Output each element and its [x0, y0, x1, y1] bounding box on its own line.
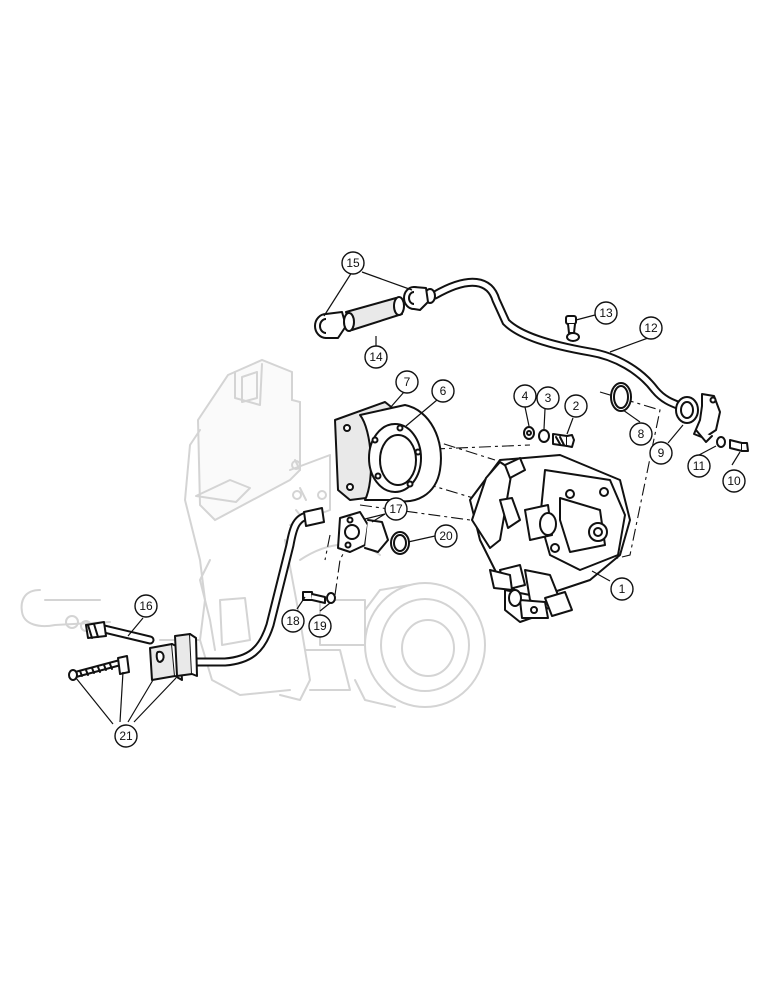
callout-11: 11	[687, 454, 711, 478]
leader-lines	[75, 271, 741, 725]
callout-10: 10	[722, 469, 746, 493]
callout-13: 13	[594, 301, 618, 325]
callout-16: 16	[134, 594, 158, 618]
callout-19: 19	[308, 614, 332, 638]
callout-label: 10	[727, 474, 741, 488]
callout-12: 12	[639, 316, 663, 340]
o-ring-20	[390, 531, 410, 555]
callout-label: 20	[439, 529, 453, 543]
callout-label: 12	[644, 321, 658, 335]
pipe-clamp-21	[68, 633, 198, 681]
callout-label: 15	[346, 256, 360, 270]
engine-background	[20, 358, 486, 708]
callout-15: 15	[341, 251, 365, 275]
fasteners-2-3-4	[523, 426, 575, 448]
callout-label: 14	[369, 350, 383, 364]
seal-8	[610, 382, 632, 412]
callout-label: 7	[404, 375, 411, 389]
clamp-17	[337, 511, 389, 553]
callout-20: 20	[434, 524, 458, 548]
callout-label: 3	[545, 391, 552, 405]
hose-parts-14-15	[314, 286, 429, 339]
flange-6-gasket-7	[334, 401, 442, 503]
callout-label: 6	[440, 384, 447, 398]
callout-6: 6	[431, 379, 455, 403]
callout-3: 3	[536, 386, 560, 410]
callout-17: 17	[384, 497, 408, 521]
screw-13	[565, 315, 577, 334]
callout-7: 7	[395, 370, 419, 394]
callout-label: 13	[599, 306, 613, 320]
pump-assembly-1	[469, 454, 631, 623]
callout-label: 9	[658, 446, 665, 460]
callout-label: 17	[389, 502, 403, 516]
callout-8: 8	[629, 422, 653, 446]
callout-label: 4	[522, 389, 529, 403]
pipe-16	[85, 507, 325, 667]
callout-label: 2	[573, 399, 580, 413]
callout-label: 16	[139, 599, 153, 613]
callout-label: 19	[313, 619, 327, 633]
callout-label: 11	[693, 459, 706, 473]
callout-2: 2	[564, 394, 588, 418]
callout-label: 8	[638, 427, 645, 441]
callout-4: 4	[513, 384, 537, 408]
callout-9: 9	[649, 441, 673, 465]
callout-label: 21	[119, 729, 133, 743]
callout-21: 21	[114, 724, 138, 748]
fasteners-10-11	[716, 436, 749, 452]
callout-18: 18	[281, 609, 305, 633]
callout-label: 18	[286, 614, 300, 628]
flange-clamp-9	[675, 393, 721, 443]
callout-14: 14	[364, 345, 388, 369]
callout-label: 1	[619, 582, 626, 596]
callout-1: 1	[610, 577, 634, 601]
fasteners-18-19	[302, 591, 336, 604]
